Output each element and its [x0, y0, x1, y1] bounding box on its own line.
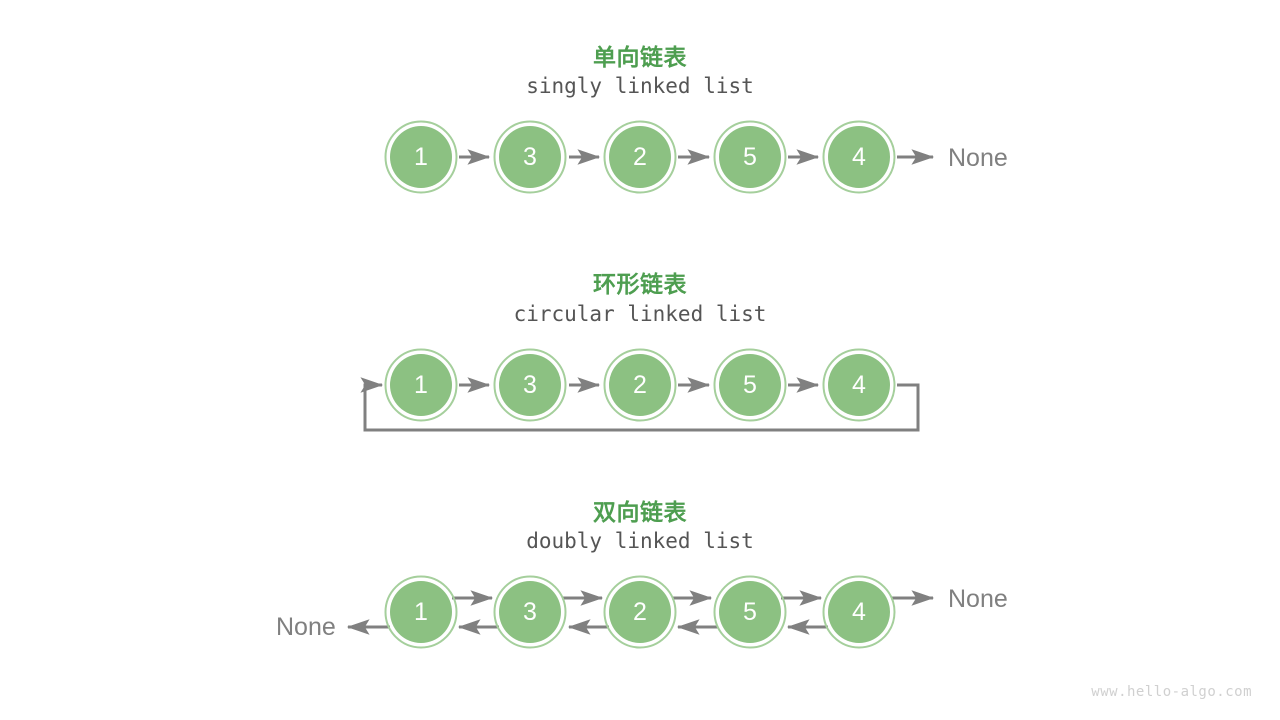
- node-value: 5: [743, 598, 757, 626]
- node-value: 5: [743, 371, 757, 399]
- node-value: 1: [414, 598, 428, 626]
- doubly-list-title: 双向链表: [593, 499, 687, 525]
- singly-list-graphic: 1 3 2 5 4: [384, 120, 935, 194]
- node-3: 2: [603, 575, 677, 649]
- doubly-list-subtitle: doubly linked list: [526, 529, 754, 553]
- node-2: 3: [493, 348, 567, 422]
- circular-loopback-path: [360, 377, 920, 432]
- node-value: 4: [852, 371, 866, 399]
- circular-list-subtitle: circular linked list: [513, 302, 767, 326]
- node-value: 5: [743, 143, 757, 171]
- node-value: 1: [414, 371, 428, 399]
- singly-list-nodes: 1 3 2 5 4: [384, 120, 896, 194]
- doubly-list-graphic: 1 3 2 5 4: [346, 575, 935, 649]
- node-value: 2: [633, 143, 647, 171]
- node-3: 2: [603, 348, 677, 422]
- node-value: 2: [633, 371, 647, 399]
- circular-list-nodes: 1 3 2 5 4: [384, 348, 896, 422]
- circular-list-graphic: 1 3 2 5 4: [360, 348, 920, 432]
- singly-list-tail-none-label: None: [948, 144, 1008, 172]
- node-1: 1: [384, 575, 458, 649]
- node-2: 3: [493, 120, 567, 194]
- node-5: 4: [822, 120, 896, 194]
- circular-list-title: 环形链表: [593, 271, 687, 297]
- watermark: www.hello-algo.com: [1091, 684, 1252, 700]
- singly-list-title: 单向链表: [593, 44, 687, 70]
- node-5: 4: [822, 348, 896, 422]
- node-3: 2: [603, 120, 677, 194]
- node-value: 3: [523, 371, 537, 399]
- node-value: 4: [852, 598, 866, 626]
- node-4: 5: [713, 120, 787, 194]
- node-4: 5: [713, 575, 787, 649]
- node-1: 1: [384, 348, 458, 422]
- node-value: 4: [852, 143, 866, 171]
- singly-list-subtitle: singly linked list: [526, 74, 754, 98]
- node-value: 1: [414, 143, 428, 171]
- node-value: 2: [633, 598, 647, 626]
- node-4: 5: [713, 348, 787, 422]
- node-5: 4: [822, 575, 896, 649]
- doubly-list-head-none-label: None: [276, 613, 336, 641]
- node-1: 1: [384, 120, 458, 194]
- node-value: 3: [523, 598, 537, 626]
- doubly-list-tail-none-label: None: [948, 585, 1008, 613]
- doubly-list-nodes: 1 3 2 5 4: [384, 575, 896, 649]
- node-2: 3: [493, 575, 567, 649]
- node-value: 3: [523, 143, 537, 171]
